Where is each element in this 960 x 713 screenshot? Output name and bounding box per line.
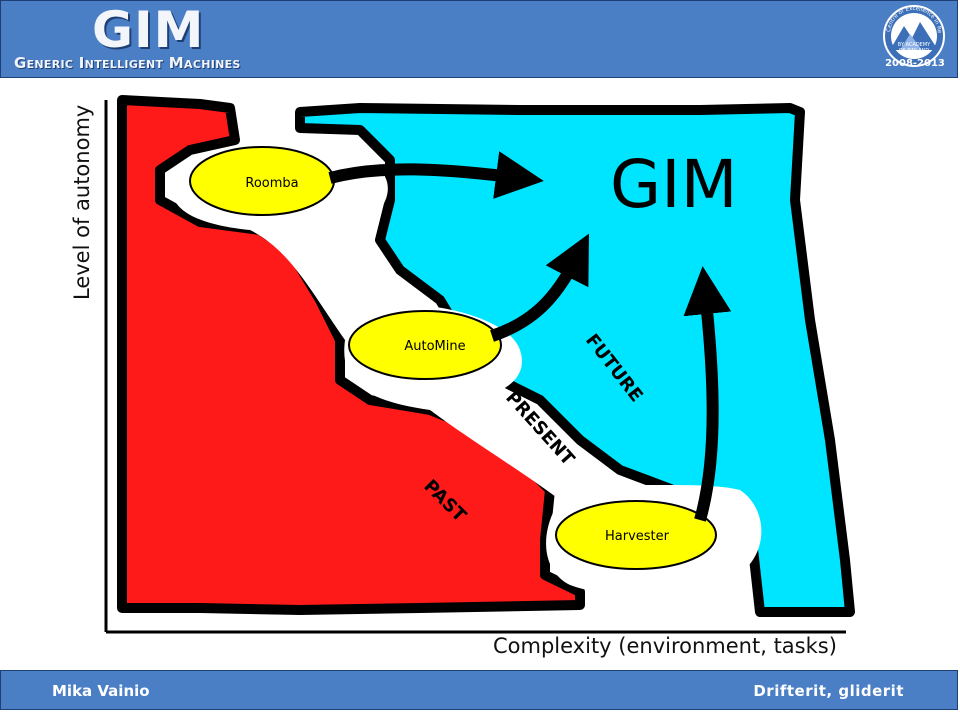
- autonomy-diagram: Roomba AutoMine Harvester GIM FUTURE PRE…: [104, 95, 855, 634]
- node-harvester-label: Harvester: [605, 529, 670, 544]
- arrow-automine-to-gim: [490, 233, 589, 342]
- arrow-harvester-to-gim: [683, 266, 732, 522]
- academy-badge-icon: BY ACADEMY OF FINLAND Centre of Excellen…: [876, 4, 945, 67]
- footer-author: Mika Vainio: [52, 682, 150, 700]
- y-axis-label: Level of autonomy: [70, 104, 94, 300]
- badge-line1: BY ACADEMY: [898, 42, 931, 48]
- footer-bar: [0, 670, 958, 710]
- badge-line2: OF FINLAND: [899, 48, 930, 54]
- gim-goal-label: GIM: [610, 146, 738, 223]
- badge-years: 2008-2013: [885, 58, 945, 69]
- logo-subtitle: Generic Intelligent Machines: [14, 54, 241, 72]
- node-harvester: [555, 500, 717, 570]
- arrow-roomba-to-gim: [328, 151, 544, 199]
- header-bar: [0, 0, 958, 78]
- logo-main: GIM: [92, 1, 205, 59]
- node-automine-label: AutoMine: [404, 339, 465, 354]
- node-automine: [348, 310, 502, 380]
- footer-topic: Drifterit, gliderit: [753, 682, 904, 700]
- x-axis-label: Complexity (environment, tasks): [493, 634, 837, 658]
- node-roomba-label: Roomba: [245, 176, 298, 191]
